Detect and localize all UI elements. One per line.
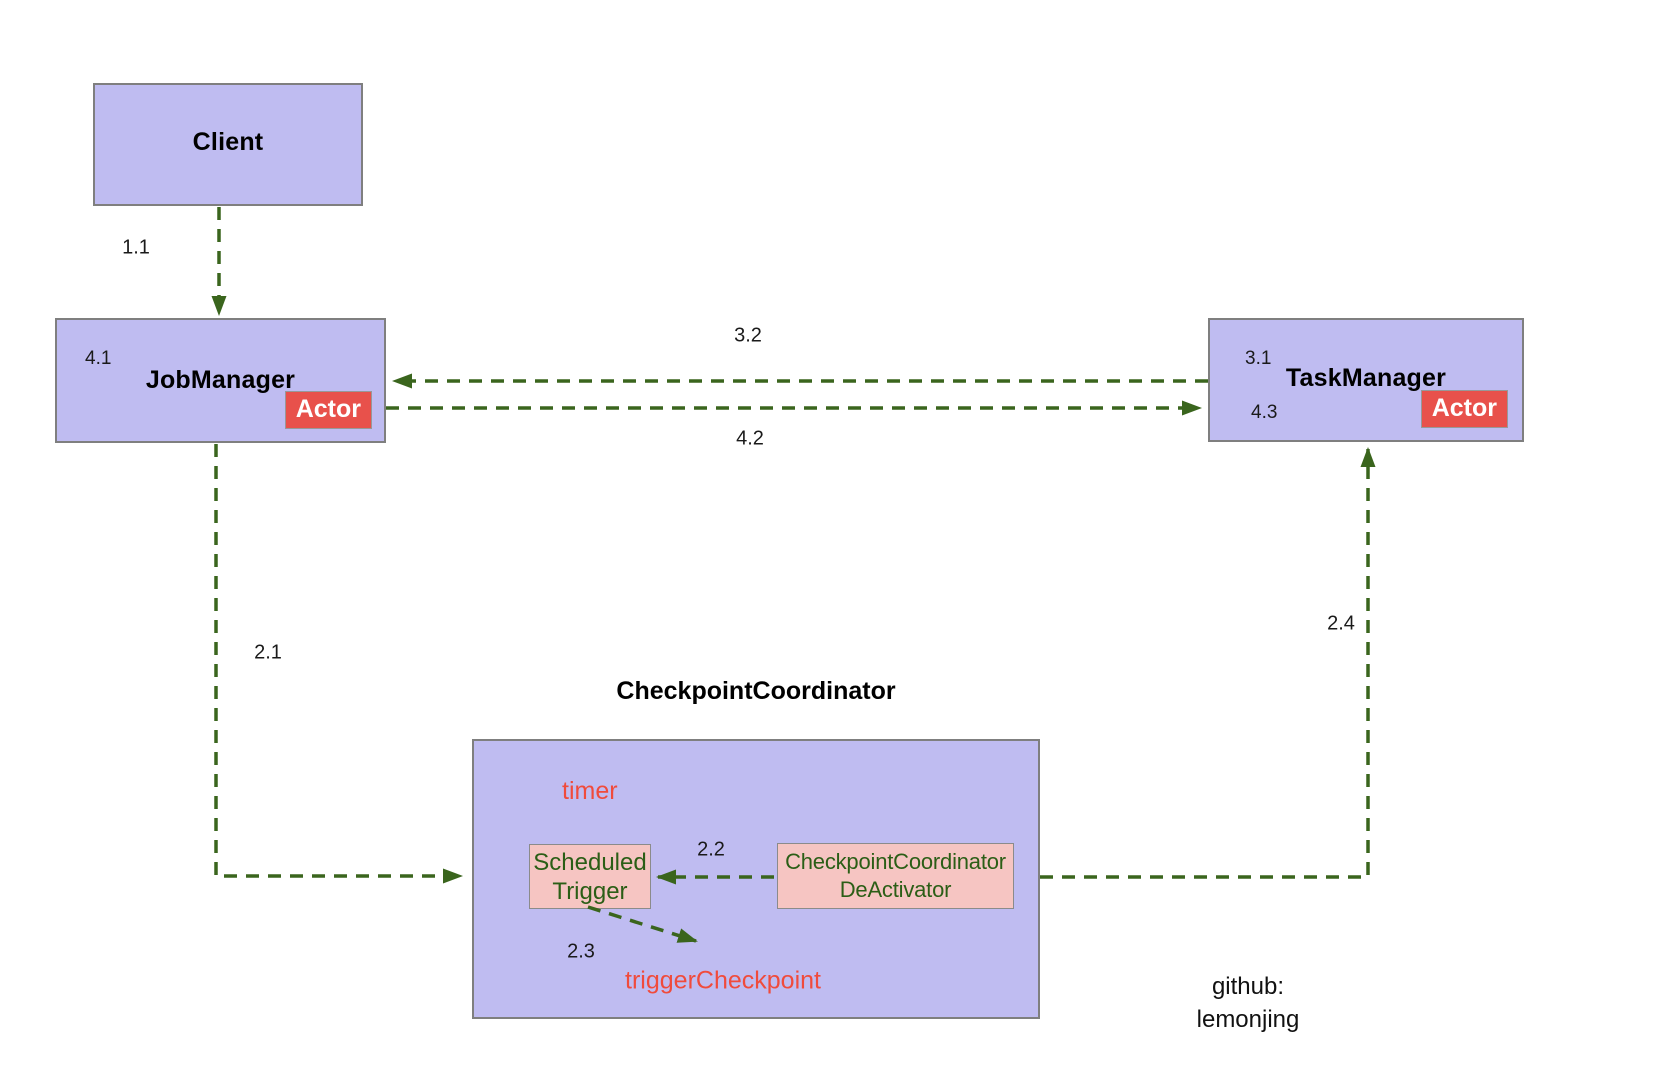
checkpoint-deactivator-line2: DeActivator xyxy=(839,877,952,902)
taskmanager-box: 3.1 4.3 TaskManager Actor xyxy=(1208,318,1524,442)
arrow-2-4 xyxy=(1040,447,1376,879)
jobmanager-title: JobManager xyxy=(145,366,296,394)
scheduled-trigger-box: Scheduled Trigger xyxy=(529,844,651,909)
timer-label: timer xyxy=(562,777,618,805)
edge-label-2-3: 2.3 xyxy=(567,940,595,963)
arrow-2-1 xyxy=(214,444,463,884)
edge-label-2-4: 2.4 xyxy=(1327,612,1355,635)
scheduled-trigger-line1: Scheduled xyxy=(533,848,647,876)
footer-credit-line2: lemonjing xyxy=(1196,1006,1300,1033)
jobmanager-actor-badge: Actor xyxy=(284,391,372,429)
jobmanager-step-4-1: 4.1 xyxy=(85,348,112,369)
edge-label-1-1: 1.1 xyxy=(122,236,150,259)
client-title: Client xyxy=(192,128,264,156)
checkpoint-deactivator-line1: CheckpointCoordinator xyxy=(785,849,1006,874)
footer-credit: github: lemonjing xyxy=(1197,970,1300,1036)
client-box: Client xyxy=(93,83,363,206)
checkpoint-coordinator-title: CheckpointCoordinator xyxy=(616,677,896,705)
checkpoint-deactivator-box: CheckpointCoordinator DeActivator xyxy=(777,843,1014,909)
scheduled-trigger-line2: Trigger xyxy=(552,877,628,905)
checkpoint-coordinator-box: timer Scheduled Trigger CheckpointCoordi… xyxy=(472,739,1040,1019)
taskmanager-title: TaskManager xyxy=(1285,364,1447,392)
taskmanager-step-3-1: 3.1 xyxy=(1245,348,1272,369)
edge-label-4-2: 4.2 xyxy=(736,427,764,450)
trigger-checkpoint-label: triggerCheckpoint xyxy=(625,966,821,995)
edge-label-3-2: 3.2 xyxy=(734,324,762,347)
edge-label-2-1: 2.1 xyxy=(254,641,282,664)
jobmanager-box: 4.1 JobManager Actor xyxy=(55,318,386,443)
footer-credit-line1: github: xyxy=(1211,973,1285,1000)
taskmanager-actor-badge: Actor xyxy=(1420,390,1508,428)
edge-label-2-2: 2.2 xyxy=(697,838,725,861)
taskmanager-step-4-3: 4.3 xyxy=(1251,402,1278,423)
